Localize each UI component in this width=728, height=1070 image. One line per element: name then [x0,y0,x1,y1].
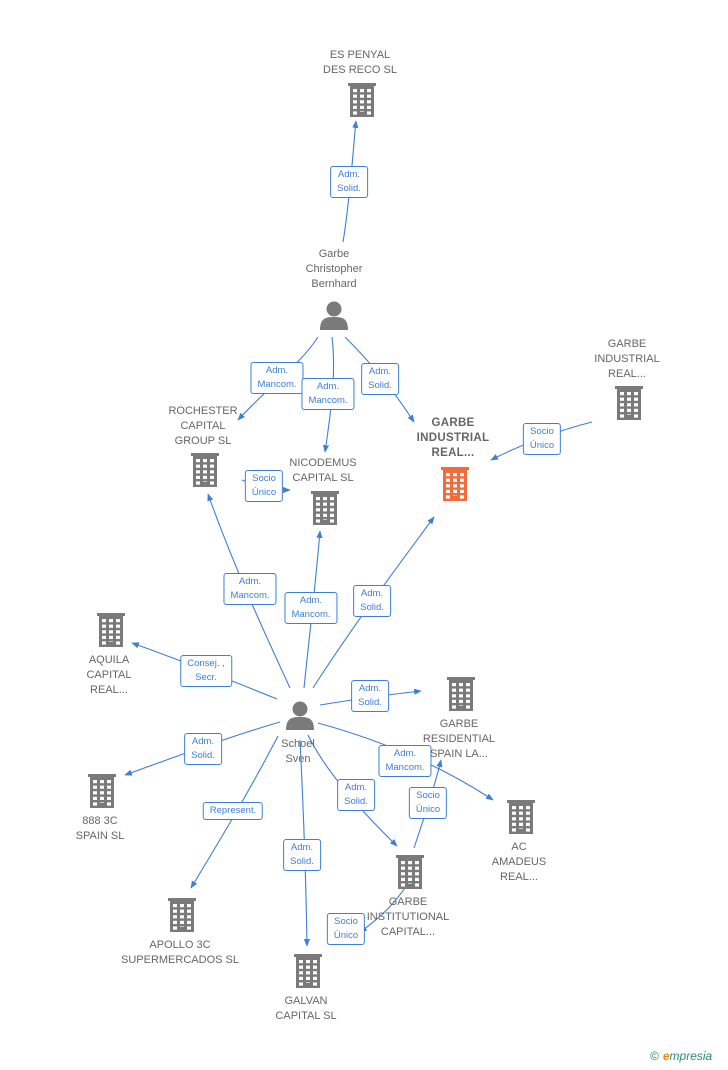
building-icon-aquila[interactable] [97,613,125,647]
person-icon-schoel[interactable] [286,701,314,731]
node-label-garbe_residential[interactable]: GARBE RESIDENTIAL SPAIN LA... [422,718,496,760]
node-label-nicodemus[interactable]: NICODEMUS CAPITAL SL [289,457,357,484]
edge-label-garbe_christopher-to-es_penyal[interactable]: Adm. Solid. [330,166,368,198]
node-label-garbe_institutional[interactable]: GARBE INSTITUTIONAL CAPITAL... [366,896,450,938]
node-label-rochester[interactable]: ROCHESTER CAPITAL GROUP SL [168,405,238,447]
node-label-aquila[interactable]: AQUILA CAPITAL REAL... [86,654,132,696]
building-icon-garbe_institutional[interactable] [396,855,424,889]
node-label-schoel[interactable]: Schoel Sven [281,738,315,765]
edge-label-garbe_christopher-to-rochester[interactable]: Adm. Mancom. [250,362,304,394]
node-label-galvan[interactable]: GALVAN CAPITAL SL [275,995,337,1022]
brand-name: mpresia [669,1049,713,1063]
node-label-garbe_christopher[interactable]: Garbe Christopher Bernhard [305,248,363,290]
edge-label-schoel-to-galvan[interactable]: Adm. Solid. [283,839,321,871]
brand-initial: e [662,1049,670,1063]
edge-label-garbe_institutional-to-garbe_residential[interactable]: Socio Único [408,787,448,819]
edge-label-garbe_institutional-to-galvan[interactable]: Socio Único [326,913,366,945]
edge-label-schoel-to-garbe_institutional[interactable]: Adm. Solid. [337,779,375,811]
person-icon-garbe_christopher[interactable] [320,301,348,331]
building-icon-apollo[interactable] [168,898,196,932]
node-label-888_3c[interactable]: 888 3C SPAIN SL [75,815,125,842]
copyright-footer: ©empresia [650,1049,712,1063]
node-label-garbe_industrial_focus[interactable]: GARBE INDUSTRIAL REAL... [416,417,490,459]
edge-label-schoel-to-ac_amadeus[interactable]: Adm. Mancom. [378,745,432,777]
building-icon-garbe_industrial_focus[interactable] [441,467,469,501]
node-label-es_penyal[interactable]: ES PENYAL DES RECO SL [323,49,397,76]
edge-label-schoel-to-apollo[interactable]: Represent. [202,802,264,820]
building-icon-888_3c[interactable] [88,774,116,808]
edge-label-schoel-to-garbe_residential[interactable]: Adm. Solid. [351,680,389,712]
node-label-garbe_industrial_top[interactable]: GARBE INDUSTRIAL REAL... [594,338,660,380]
edge-label-schoel-to-rochester[interactable]: Adm. Mancom. [223,573,277,605]
edge-label-schoel-to-aquila[interactable]: Consej. , Secr. [180,655,232,687]
edge-label-garbe_industrial_top-to-garbe_industrial_focus[interactable]: Socio Único [522,423,562,455]
edge-label-rochester-to-nicodemus[interactable]: Socio Único [244,470,284,502]
building-icon-garbe_residential[interactable] [447,677,475,711]
edge-label-garbe_christopher-to-nicodemus[interactable]: Adm. Mancom. [301,378,355,410]
edge-label-garbe_christopher-to-garbe_industrial_focus[interactable]: Adm. Solid. [361,363,399,395]
copyright-icon: © [650,1049,659,1063]
building-icon-es_penyal[interactable] [348,83,376,117]
building-icon-ac_amadeus[interactable] [507,800,535,834]
node-label-ac_amadeus[interactable]: AC AMADEUS REAL... [491,841,547,883]
node-label-apollo[interactable]: APOLLO 3C SUPERMERCADOS SL [121,939,239,966]
building-icon-rochester[interactable] [191,453,219,487]
edge-label-schoel-to-888_3c[interactable]: Adm. Solid. [184,733,222,765]
edge-label-schoel-to-nicodemus[interactable]: Adm. Mancom. [284,592,338,624]
edge-label-schoel-to-garbe_industrial_focus[interactable]: Adm. Solid. [353,585,391,617]
building-icon-garbe_industrial_top[interactable] [615,386,643,420]
building-icon-galvan[interactable] [294,954,322,988]
building-icon-nicodemus[interactable] [311,491,339,525]
